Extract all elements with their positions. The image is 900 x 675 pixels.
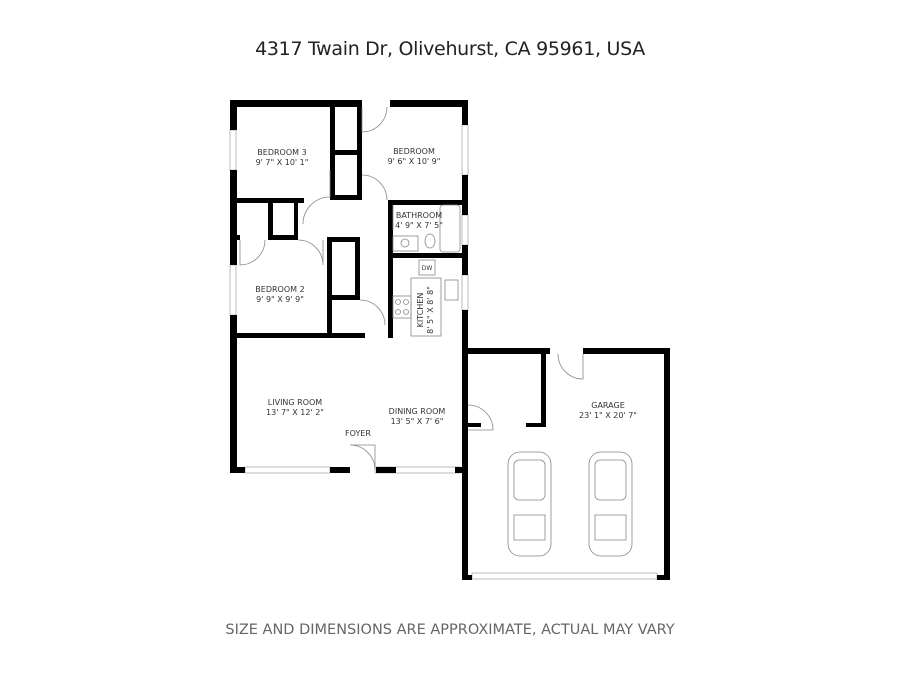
room-size: 13' 7" X 12' 2"	[266, 408, 324, 417]
doors	[239, 106, 584, 471]
kitchen-sink-icon	[444, 279, 459, 301]
fixtures: DW	[392, 204, 633, 557]
door-garage	[467, 404, 494, 431]
door-garage-side	[557, 353, 584, 380]
car-icon-2	[588, 451, 633, 557]
car-icon-1	[507, 451, 552, 557]
room-name: BEDROOM	[393, 147, 435, 156]
door-closet	[239, 239, 266, 266]
door-closet2	[359, 299, 386, 326]
kitchen-counter	[410, 277, 442, 337]
room-size: 9' 7" X 10' 1"	[256, 158, 309, 167]
door-bedroom-lower	[361, 174, 388, 201]
door-bedroom	[361, 106, 388, 133]
dishwasher-icon	[418, 259, 436, 276]
toilet-icon	[424, 233, 436, 249]
room-name: DINING ROOM	[389, 407, 446, 416]
room-size: 8' 5" X 8' 8"	[426, 286, 435, 334]
walls	[230, 100, 670, 580]
room-labels: BEDROOM 3 9' 7" X 10' 1" BEDROOM 9' 6" X…	[255, 147, 637, 438]
sink-icon	[392, 235, 419, 252]
room-name: LIVING ROOM	[268, 398, 323, 407]
room-name: BEDROOM 3	[257, 148, 306, 157]
disclaimer: SIZE AND DIMENSIONS ARE APPROXIMATE, ACT…	[225, 622, 675, 638]
room-size: 13' 5" X 7' 6"	[391, 417, 444, 426]
room-size: 9' 6" X 10' 9"	[388, 157, 441, 166]
address-title: 4317 Twain Dr, Olivehurst, CA 95961, USA	[255, 38, 645, 60]
room-name: FOYER	[345, 429, 371, 438]
door-bedroom3	[302, 170, 331, 225]
room-size: 23' 1" X 20' 7"	[579, 411, 637, 420]
room-name: GARAGE	[591, 401, 625, 410]
room-name: BEDROOM 2	[255, 285, 304, 294]
svg-text:DW: DW	[422, 265, 433, 272]
door-foyer	[349, 444, 376, 471]
room-name: KITCHEN	[416, 293, 425, 328]
room-name: BATHROOM	[396, 211, 442, 220]
stove-icon	[392, 295, 412, 319]
door-bedroom2	[297, 239, 324, 266]
room-size: 4' 9" X 7' 5"	[395, 221, 443, 230]
room-size: 9' 9" X 9' 9"	[256, 295, 304, 304]
bathtub-icon	[439, 204, 461, 253]
